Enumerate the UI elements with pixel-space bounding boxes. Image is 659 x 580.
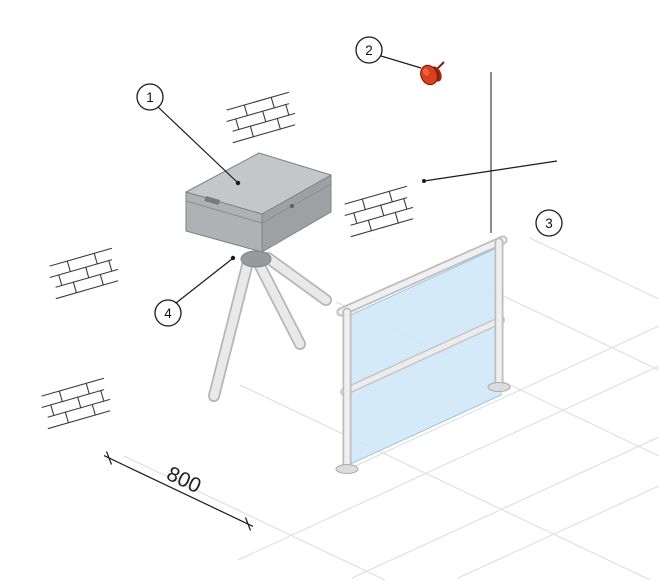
barrier-front-foot: [335, 464, 359, 474]
callout-4-label: 4: [164, 306, 172, 321]
brick-hatch-icon: [341, 185, 417, 238]
callout-3-label: 3: [545, 216, 553, 231]
housing-lock-icon: [290, 204, 294, 208]
barrier-rear-foot: [487, 382, 511, 392]
callout-4-circle: [154, 299, 182, 327]
callout-3: 3: [535, 209, 563, 237]
callout-4-dot: [230, 255, 236, 261]
dimension-line: [103, 455, 254, 527]
callout-2-circle: [355, 36, 383, 64]
housing-lid: [185, 152, 332, 215]
floor-grid-line: [237, 365, 659, 561]
barrier-mid-rail-highlight: [341, 317, 504, 395]
floor-grid-line: [529, 237, 659, 300]
housing-lid-seam: [185, 183, 332, 224]
callout-1: 1: [136, 83, 241, 186]
barrier-top-rail-highlight: [338, 237, 506, 315]
wall-leader-line: [423, 160, 558, 182]
wall-leader-dot: [422, 179, 426, 183]
tripod-arm-front-highlight: [209, 257, 253, 401]
tripod-turnstile: [185, 152, 332, 402]
callout-1-dot: [235, 180, 241, 186]
dimension-800: 800: [103, 451, 254, 531]
callout-1-label: 1: [146, 90, 154, 105]
callout-2-leader: [380, 55, 422, 69]
button-highlight: [422, 68, 430, 76]
callout-1-leader: [157, 106, 238, 183]
floor-grid-line: [351, 436, 659, 579]
housing-logo-mark: [204, 196, 220, 205]
floor-grid-line: [123, 455, 386, 580]
wall-reference-lines: [422, 72, 558, 233]
callout-4: 4: [154, 255, 236, 327]
callout-3-circle: [535, 209, 563, 237]
callout-4-leader: [175, 258, 233, 304]
dimension-tick-end: [244, 517, 252, 531]
brick-hatch-icon: [38, 377, 114, 430]
floor-grid-line: [239, 384, 651, 580]
callout-1-circle: [136, 83, 164, 111]
callout-2: 2: [355, 36, 422, 69]
brick-hatch-icon: [46, 247, 122, 300]
emergency-stop-button: [420, 61, 445, 86]
rotor-hub: [240, 250, 272, 268]
tripod-arm-rear-highlight: [263, 253, 331, 305]
glass-guide-barrier: [335, 235, 511, 474]
dimension-tick-start: [105, 451, 113, 465]
button-dome: [420, 64, 438, 86]
floor-grid-line: [457, 485, 659, 579]
tripod-arm-right-highlight: [255, 261, 305, 349]
brick-hatch-icon: [223, 91, 299, 144]
floor-grid-line: [339, 325, 659, 474]
callout-2-label: 2: [365, 43, 373, 58]
dimension-label: 800: [163, 462, 205, 498]
